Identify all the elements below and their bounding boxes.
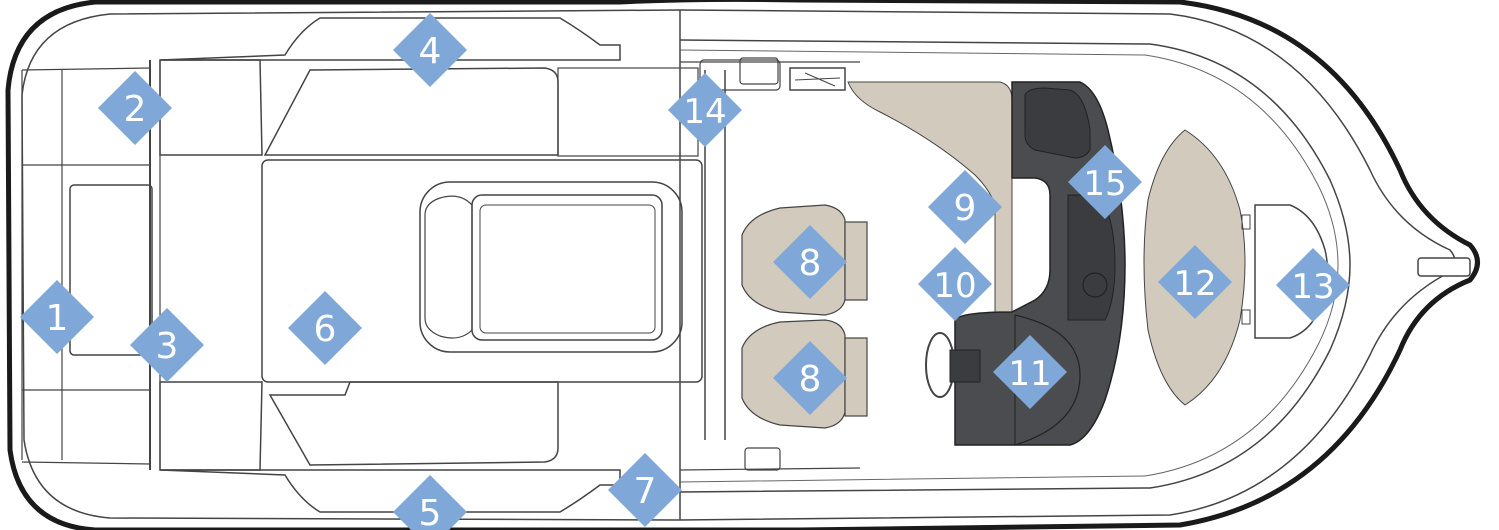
stern-platform-bottom [21, 461, 151, 465]
marker-diamond [1276, 248, 1350, 322]
marker-m5: 5 [393, 475, 467, 530]
console-port-recess [1024, 87, 1091, 159]
marker-label: 9 [954, 188, 977, 229]
marker-diamond [918, 247, 992, 321]
swim-platform-hatch [69, 184, 153, 356]
marker-label: 10 [933, 266, 976, 306]
marker-diamond [130, 308, 204, 382]
rear-bench-bottom [159, 469, 621, 513]
marker-m14: 14 [668, 73, 742, 147]
glovebox [789, 67, 846, 91]
walkthrough-bottom [744, 447, 781, 471]
marker-label: 7 [634, 471, 657, 512]
helm-seat-upper-back [844, 221, 868, 301]
hull-inner-rail [21, 9, 1456, 521]
marker-diamond [288, 291, 362, 365]
rear-bench-top [159, 17, 621, 61]
console-drink-holder [1082, 272, 1108, 298]
bow-rail [679, 39, 1351, 493]
marker-diamond [1068, 145, 1142, 219]
marker-m8b: 8 [773, 341, 847, 415]
marker-label: 2 [124, 89, 147, 130]
cockpit [22, 17, 703, 513]
marker-m15: 15 [1068, 145, 1142, 219]
marker-diamond [608, 453, 682, 527]
marker-label: 6 [314, 309, 337, 350]
marker-m13: 13 [1276, 248, 1350, 322]
marker-m1: 1 [20, 280, 94, 354]
marker-diamond [98, 71, 172, 145]
marker-m8a: 8 [773, 225, 847, 299]
table-leaf [424, 195, 473, 339]
marker-diamond [993, 335, 1067, 409]
marker-m6: 6 [288, 291, 362, 365]
stbd-seat-bottom [159, 381, 263, 471]
cockpit-floor [261, 159, 703, 383]
marker-diamond [393, 475, 467, 530]
marker-diamond [1158, 245, 1232, 319]
hinge-bottom [1241, 309, 1251, 325]
marker-label: 12 [1173, 264, 1216, 304]
marker-label: 15 [1083, 164, 1126, 204]
marker-label: 1 [46, 298, 69, 339]
bow-rail-2 [679, 49, 1339, 483]
marker-m11: 11 [993, 335, 1067, 409]
marker-label: 8 [799, 243, 822, 284]
marker-diamond [668, 73, 742, 147]
glovebox-detail [794, 72, 841, 87]
helm-seat-lower-back [844, 337, 868, 417]
marker-label: 13 [1291, 267, 1334, 307]
marker-m4: 4 [393, 13, 467, 87]
table-outer [419, 181, 683, 353]
windshield-base-bottom [679, 467, 861, 471]
marker-diamond [928, 170, 1002, 244]
walkthrough-top-2 [739, 57, 779, 85]
marker-m3: 3 [130, 308, 204, 382]
table-inner-2 [479, 204, 656, 334]
marker-label: 5 [419, 493, 442, 530]
marker-m9: 9 [928, 170, 1002, 244]
bow-cleat [1417, 257, 1471, 277]
marker-label: 11 [1008, 354, 1051, 394]
marker-m7: 7 [608, 453, 682, 527]
marker-m10: 10 [918, 247, 992, 321]
marker-diamond [393, 13, 467, 87]
marker-label: 4 [419, 31, 442, 72]
marker-m12: 12 [1158, 245, 1232, 319]
marker-diamond [20, 280, 94, 354]
marker-label: 3 [156, 326, 179, 367]
hinge-top [1241, 214, 1251, 230]
steering-column [949, 349, 981, 383]
marker-label: 14 [683, 92, 726, 132]
port-seat-top [159, 59, 263, 156]
marker-diamond [773, 225, 847, 299]
marker-m2: 2 [98, 71, 172, 145]
dash-arc [1014, 314, 1081, 446]
marker-diamond [773, 341, 847, 415]
stern-platform-top [21, 67, 151, 71]
marker-label: 8 [799, 359, 822, 400]
